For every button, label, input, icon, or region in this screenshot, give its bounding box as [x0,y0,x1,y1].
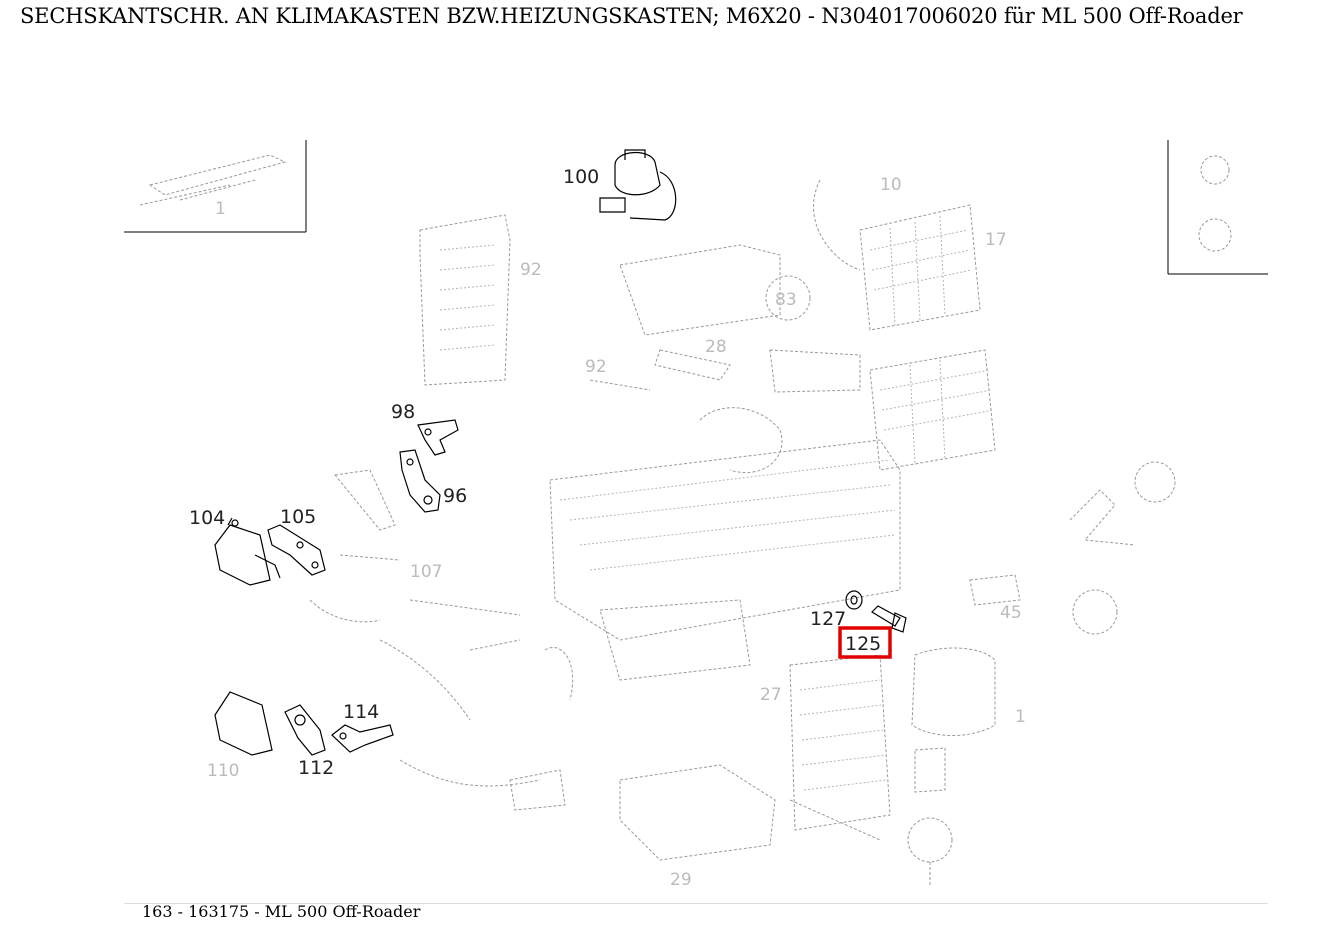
svg-text:1: 1 [1015,707,1026,727]
callout-104: 104 [189,507,225,529]
part-114-shaft [331,724,394,753]
svg-text:92: 92 [520,260,542,280]
callout-105: 105 [280,506,316,528]
callout-125: 125 [845,633,881,655]
part-105-lever [267,524,326,576]
svg-text:29: 29 [670,870,692,890]
svg-text:107: 107 [410,562,442,582]
svg-text:1: 1 [215,199,226,219]
part-112-actuator-lever: 110 [207,691,326,781]
svg-text:83: 83 [775,290,797,310]
callout-127: 127 [810,608,846,630]
part-125-hex-screw [871,605,907,633]
callout-112: 112 [298,757,334,779]
part-127-washer [845,590,863,610]
page-title: SECHSKANTSCHR. AN KLIMAKASTEN BZW.HEIZUN… [20,4,1243,28]
callout-96: 96 [443,485,467,507]
callout-98: 98 [391,401,415,423]
inset-top-left: 1 [124,140,307,233]
svg-text:17: 17 [985,230,1007,250]
callout-100: 100 [563,166,599,188]
svg-text:92: 92 [585,357,607,377]
footer-caption: 163 - 163175 - ML 500 Off-Roader [142,902,421,921]
svg-text:45: 45 [1000,603,1022,623]
svg-text:110: 110 [207,761,239,781]
inset-top-right [1167,140,1268,275]
footer-divider [124,903,1268,904]
part-96-linkage [399,449,441,513]
svg-text:27: 27 [760,685,782,705]
highlight-box [838,626,892,659]
highlighted-callout-125[interactable]: 125 [838,626,892,659]
svg-text:10: 10 [880,175,902,195]
svg-text:28: 28 [705,337,727,357]
part-98-lever [417,419,459,456]
heater-box-assembly: 92 83 10 17 28 92 27 1 29 [309,175,1176,890]
callout-114: 114 [343,701,379,723]
part-104-actuator [214,517,281,586]
part-100-blower-motor [599,149,677,221]
